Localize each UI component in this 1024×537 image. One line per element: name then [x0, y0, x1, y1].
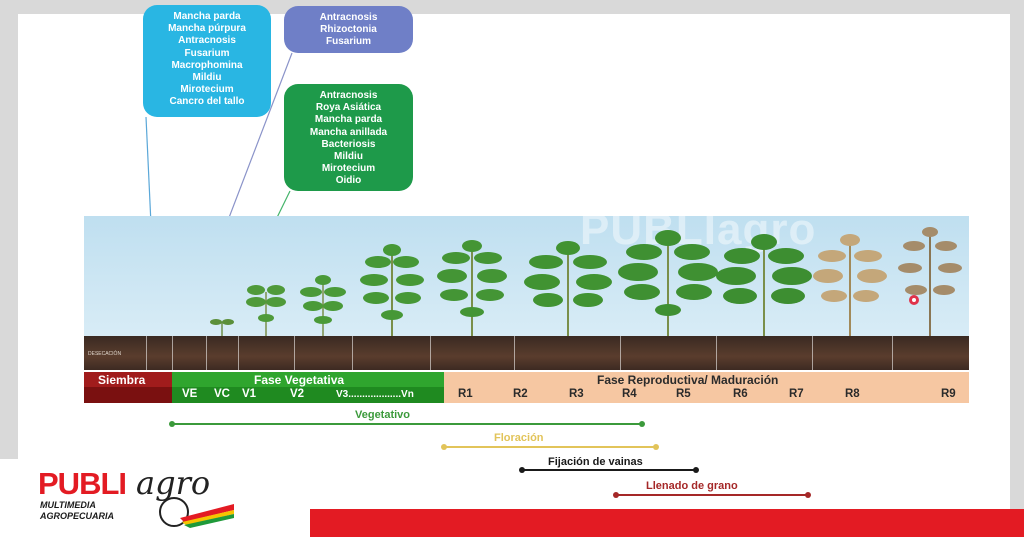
brand-panel-slant	[260, 459, 310, 537]
disease-label: Oidio	[335, 175, 362, 187]
stage-label: R7	[789, 388, 804, 400]
disease-label: Fusarium	[325, 36, 371, 48]
phase-bar-vegetativa	[172, 372, 444, 387]
logo-swoosh-icon	[159, 497, 234, 528]
logo-agro-text: agro	[136, 464, 211, 502]
soil-divider	[238, 336, 239, 370]
stage-label: R3	[569, 388, 584, 400]
logo-subtitle-2: AGROPECUARIA	[40, 511, 115, 521]
stage-label: V3...................Vn	[336, 389, 414, 400]
plant-r9	[898, 227, 962, 336]
disease-box-cyan: Mancha parda Mancha púrpura Antracnosis …	[143, 5, 271, 117]
phase-label-siembra: Siembra	[98, 373, 146, 387]
stage-label: R9	[941, 388, 956, 400]
plant-r4	[618, 230, 718, 336]
disease-label: Mancha púrpura	[168, 23, 246, 35]
stage-label: VE	[182, 388, 198, 400]
soil-strip	[84, 336, 969, 370]
disease-label: Mancha parda	[173, 11, 241, 22]
plant-v2	[360, 244, 424, 336]
plant-r8	[813, 234, 887, 336]
disease-label: Antracnosis	[319, 90, 378, 101]
disease-label: Macrophomina	[171, 59, 243, 71]
soil-divider	[206, 336, 207, 370]
stage-label: R1	[458, 388, 473, 400]
plant-r6	[716, 234, 812, 336]
phase-bar-siembra	[84, 372, 172, 387]
plant-vc	[246, 285, 286, 336]
soil-label: DESECACIÓN	[88, 351, 122, 357]
phase-bar-vegetativa-base	[172, 387, 444, 403]
stage-label: R2	[513, 388, 528, 400]
period-line-llenado	[613, 492, 811, 498]
disease-label: Fusarium	[184, 47, 230, 59]
disease-label: Rhizoctonia	[320, 24, 377, 36]
disease-label: Roya Asiática	[315, 102, 382, 114]
stage-label: V2	[290, 388, 305, 400]
period-line-floracion	[441, 444, 659, 450]
period-label-fijacion: Fijación de vainas	[548, 456, 643, 468]
soil-divider	[892, 336, 893, 370]
period-line-vegetativo	[169, 421, 645, 427]
soil-divider	[172, 336, 173, 370]
soil-divider	[620, 336, 621, 370]
phase-bar-reproductiva	[444, 372, 969, 403]
stage-label: V1	[242, 388, 257, 400]
soil-divider	[812, 336, 813, 370]
stage-label: R5	[676, 388, 691, 400]
period-line-fijacion	[519, 467, 699, 473]
soil-divider	[716, 336, 717, 370]
soil-divider	[146, 336, 147, 370]
disease-label: Mildiu	[192, 72, 222, 84]
stage-label: R4	[622, 388, 637, 400]
period-label-vegetativo: Vegetativo	[355, 409, 411, 421]
phase-bar-siembra-base	[84, 387, 172, 403]
disease-box-green: Antracnosis Roya Asiática Mancha parda M…	[284, 84, 413, 191]
disease-label: Mirotecium	[180, 84, 234, 96]
disease-label: Mancha parda	[314, 114, 383, 126]
brand-red-band	[292, 509, 1024, 537]
disease-label: Antracnosis	[178, 35, 236, 47]
plant-r2	[524, 241, 612, 336]
period-label-llenado: Llenado de grano	[646, 480, 738, 492]
stage-label: R6	[733, 388, 748, 400]
soil-divider	[514, 336, 515, 370]
disease-label: Cancro del tallo	[169, 96, 245, 108]
disease-label: Mancha anillada	[309, 126, 388, 138]
disease-box-blue: Antracnosis Rhizoctonia Fusarium	[284, 6, 413, 53]
soil-divider	[352, 336, 353, 370]
soil-divider	[430, 336, 431, 370]
disease-label: Bacteriosis	[321, 138, 376, 150]
phase-label-vegetativa: Fase Vegetativa	[254, 373, 345, 387]
stage-label: VC	[214, 388, 230, 400]
disease-label: Mildiu	[334, 151, 363, 163]
logo-subtitle-1: MULTIMEDIA	[40, 500, 96, 510]
brand-logo-panel	[0, 459, 310, 537]
plant-ve	[210, 319, 234, 336]
disease-label: Mirotecium	[321, 163, 376, 175]
stage-label: R8	[845, 388, 860, 400]
phase-label-reproductiva: Fase Reproductiva/ Maduración	[597, 373, 779, 387]
plant-vn	[437, 240, 507, 336]
period-label-floracion: Floración	[494, 432, 544, 444]
soil-divider	[294, 336, 295, 370]
logo-publi-text: PUBLI	[38, 466, 127, 501]
plant-v1	[300, 275, 346, 336]
disease-label: Antracnosis	[319, 12, 378, 23]
